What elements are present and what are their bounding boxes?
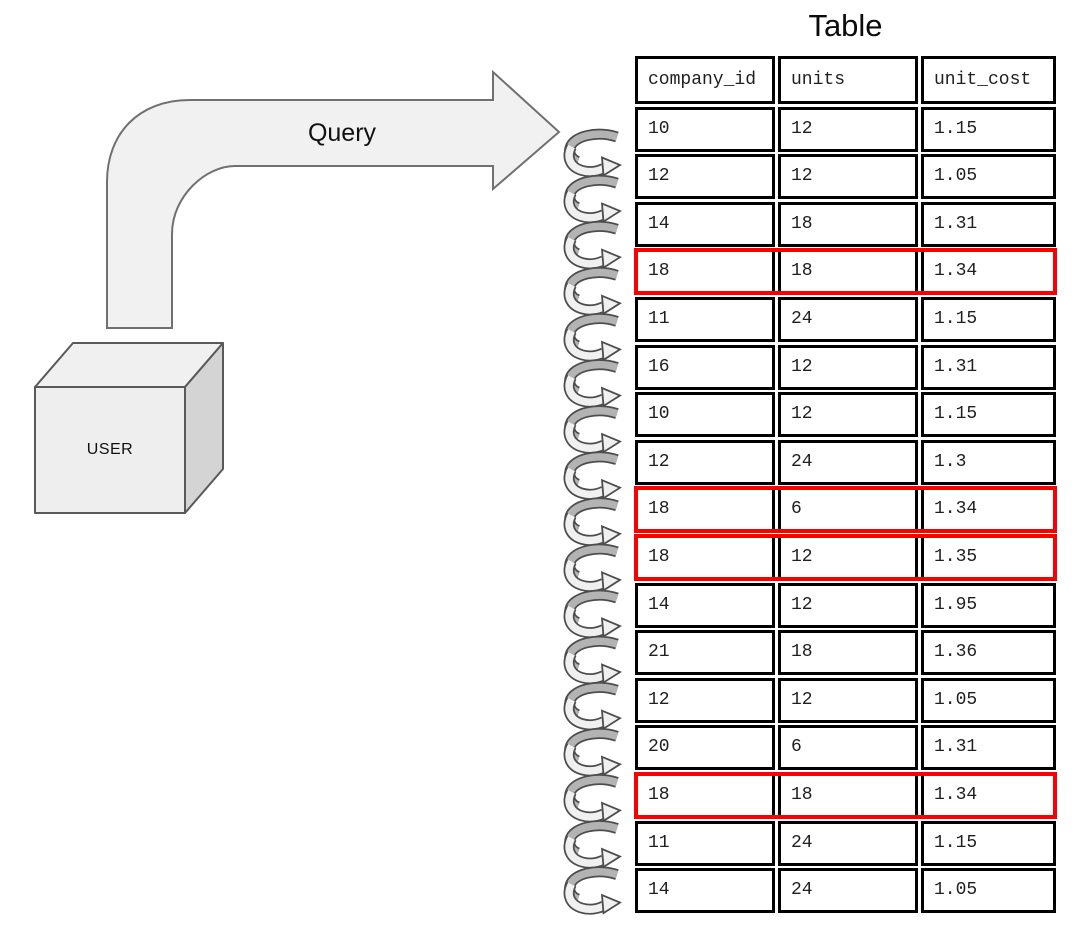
user-box-label: USER bbox=[86, 441, 134, 458]
loop-arrow-icon bbox=[569, 595, 620, 636]
loop-arrow-icon bbox=[569, 319, 620, 360]
table-cell: 18 bbox=[778, 249, 918, 295]
column-header: unit_cost bbox=[921, 56, 1056, 104]
table-cell: 10 bbox=[635, 392, 775, 438]
table-cell: 1.35 bbox=[921, 534, 1056, 580]
loop-arrow-icon bbox=[569, 273, 620, 314]
table-cell: 1.15 bbox=[921, 820, 1056, 866]
table-cell: 14 bbox=[635, 582, 775, 628]
loop-arrow-icon bbox=[569, 734, 620, 775]
query-arrow bbox=[106, 69, 561, 329]
loop-arrow-icon bbox=[569, 503, 620, 544]
table-cell: 11 bbox=[635, 296, 775, 342]
table-cell: 1.15 bbox=[921, 106, 1056, 152]
table-cell: 1.34 bbox=[921, 249, 1056, 295]
table-cell: 18 bbox=[635, 249, 775, 295]
loop-arrow-icon bbox=[569, 365, 620, 406]
column-header: company_id bbox=[635, 56, 775, 104]
table-cell: 10 bbox=[635, 106, 775, 152]
table-cell: 18 bbox=[635, 772, 775, 818]
loop-arrow-icon bbox=[569, 226, 620, 267]
table-cell: 1.15 bbox=[921, 392, 1056, 438]
table-cell: 12 bbox=[778, 154, 918, 200]
table-cell: 1.15 bbox=[921, 296, 1056, 342]
table-cell: 24 bbox=[778, 820, 918, 866]
table-cell: 18 bbox=[778, 772, 918, 818]
table-cell: 1.3 bbox=[921, 439, 1056, 485]
table-cell: 18 bbox=[778, 630, 918, 676]
table-cell: 24 bbox=[778, 296, 918, 342]
table-cell: 24 bbox=[778, 439, 918, 485]
table-cell: 1.05 bbox=[921, 868, 1056, 914]
table-cell: 11 bbox=[635, 820, 775, 866]
table-cell: 12 bbox=[778, 582, 918, 628]
table-cell: 1.31 bbox=[921, 201, 1056, 247]
table-cell: 1.34 bbox=[921, 772, 1056, 818]
user-box bbox=[34, 342, 224, 514]
table-cell: 1.05 bbox=[921, 677, 1056, 723]
loop-arrow-icon bbox=[569, 134, 620, 175]
table-cell: 6 bbox=[778, 725, 918, 771]
table-cell: 12 bbox=[778, 677, 918, 723]
table-cell: 24 bbox=[778, 868, 918, 914]
loop-arrow-icon bbox=[569, 687, 620, 728]
table-cell: 1.36 bbox=[921, 630, 1056, 676]
table-cell: 1.31 bbox=[921, 725, 1056, 771]
loop-arrow-icon bbox=[569, 641, 620, 682]
query-arrow-label: Query bbox=[307, 119, 377, 147]
loop-arrows-column bbox=[569, 134, 620, 913]
user-box-front-face bbox=[34, 386, 186, 514]
column-header: units bbox=[778, 56, 918, 104]
table-cell: 14 bbox=[635, 201, 775, 247]
table-cell: 12 bbox=[635, 154, 775, 200]
table-cell: 12 bbox=[778, 534, 918, 580]
table-cell: 12 bbox=[778, 392, 918, 438]
table-cell: 1.34 bbox=[921, 487, 1056, 533]
table-cell: 12 bbox=[778, 106, 918, 152]
loop-arrow-icon bbox=[569, 872, 620, 913]
loop-arrow-icon bbox=[569, 549, 620, 590]
table-cell: 6 bbox=[778, 487, 918, 533]
loop-arrow-icon bbox=[569, 780, 620, 821]
table-cell: 18 bbox=[635, 487, 775, 533]
table-cell: 18 bbox=[778, 201, 918, 247]
table-cell: 21 bbox=[635, 630, 775, 676]
loop-arrow-icon bbox=[569, 180, 620, 221]
table-cell: 20 bbox=[635, 725, 775, 771]
table-cell: 12 bbox=[635, 439, 775, 485]
loop-arrow-icon bbox=[569, 411, 620, 452]
table-cell: 1.95 bbox=[921, 582, 1056, 628]
table-cell: 12 bbox=[778, 344, 918, 390]
table-title: Table bbox=[808, 8, 883, 43]
loop-arrow-icon bbox=[569, 457, 620, 498]
table-cell: 1.05 bbox=[921, 154, 1056, 200]
table-cell: 16 bbox=[635, 344, 775, 390]
table-cell: 14 bbox=[635, 868, 775, 914]
table-cell: 18 bbox=[635, 534, 775, 580]
table-cell: 12 bbox=[635, 677, 775, 723]
table-cell: 1.31 bbox=[921, 344, 1056, 390]
loop-arrow-icon bbox=[569, 826, 620, 867]
